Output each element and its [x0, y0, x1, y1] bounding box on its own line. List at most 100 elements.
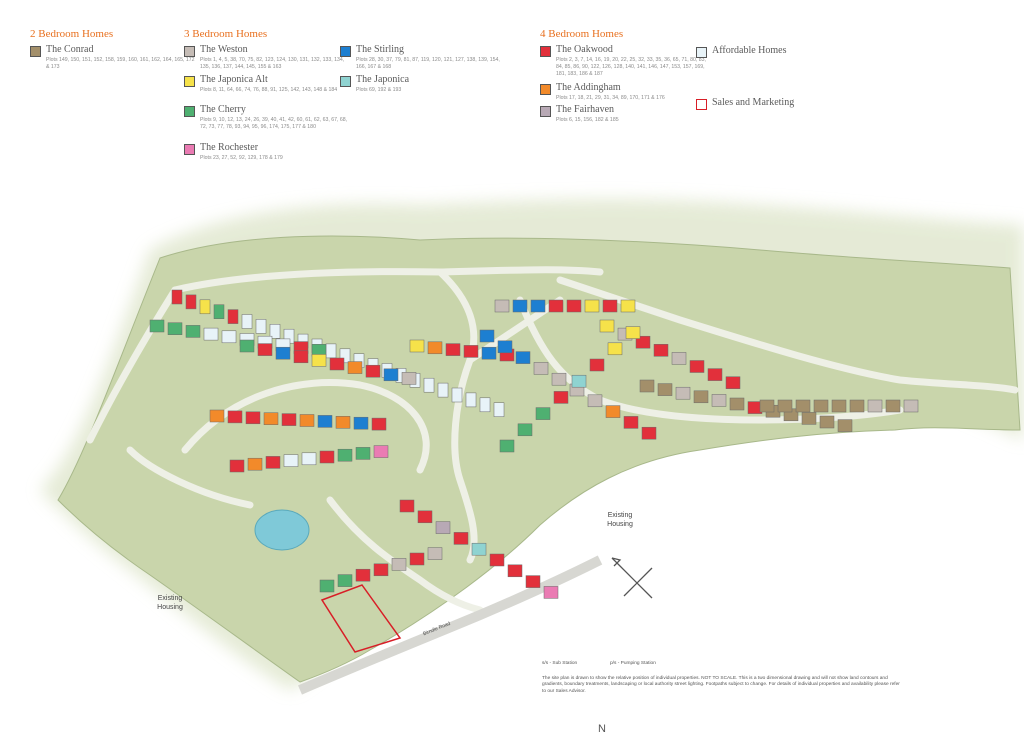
- north-arrow: [611, 557, 653, 599]
- house-plot: [337, 574, 353, 587]
- house-plot: [777, 399, 793, 413]
- house-plot: [301, 452, 317, 466]
- house-plot: [535, 407, 551, 420]
- sales-swatch: [696, 99, 707, 110]
- house-plot: [543, 586, 559, 599]
- disclaimer-text: The site plan is drawn to show the relat…: [542, 676, 900, 694]
- house-plot: [493, 402, 505, 417]
- house-plot: [641, 426, 657, 440]
- house-plot: [319, 579, 335, 593]
- house-plot: [347, 361, 363, 374]
- house-plot: [471, 542, 487, 556]
- house-plot: [607, 342, 623, 356]
- house-plot: [849, 399, 865, 413]
- site-map: Existing Housing Existing Housing Birndl…: [0, 180, 1024, 735]
- house-plot: [355, 568, 371, 582]
- house-plot: [689, 360, 705, 373]
- house-plot: [465, 392, 477, 408]
- house-plot: [903, 399, 919, 413]
- japonica-swatch: [340, 76, 351, 87]
- house-plot: [813, 399, 829, 413]
- house-plot: [199, 299, 211, 315]
- sales-name: Sales and Marketing: [712, 97, 795, 108]
- house-plot: [551, 372, 567, 386]
- house-plot: [353, 416, 369, 430]
- house-plot: [479, 329, 495, 343]
- existing-housing-west-label: Existing Housing: [157, 595, 183, 611]
- house-plot: [445, 343, 461, 356]
- birndle-road: [298, 555, 603, 695]
- house-plot: [639, 379, 655, 393]
- house-plot: [625, 326, 641, 339]
- house-plot: [437, 382, 449, 398]
- house-plot: [275, 346, 291, 360]
- house-plot: [867, 399, 883, 413]
- house-plot: [566, 299, 582, 313]
- house-plot: [525, 575, 541, 588]
- house-plot: [587, 394, 603, 408]
- house-plot: [167, 322, 183, 335]
- house-plot: [605, 405, 621, 418]
- house-plot: [227, 410, 243, 424]
- house-plot: [453, 532, 469, 545]
- house-plot: [227, 309, 239, 324]
- house-plot: [213, 304, 225, 319]
- house-plot: [653, 344, 669, 357]
- house-plot: [795, 399, 811, 413]
- weston-swatch: [184, 46, 195, 57]
- rochester-name: The Rochester: [200, 142, 259, 153]
- site-plan-svg: [40, 199, 1024, 695]
- addingham-plots: Plots 17, 18, 21, 29, 31, 34, 89, 170, 1…: [556, 95, 665, 101]
- house-plot: [423, 377, 435, 393]
- house-plot: [311, 354, 327, 367]
- house-plot: [499, 439, 515, 453]
- house-plot: [383, 368, 399, 382]
- legend: 2 Bedroom Homes 3 Bedroom Homes 4 Bedroo…: [0, 0, 1024, 180]
- rochester-plots: Plots 23, 27, 52, 92, 129, 178 & 179: [200, 155, 283, 161]
- cherry-plots: Plots 9, 10, 12, 13, 24, 26, 39, 40, 41,…: [200, 117, 348, 130]
- roads: [86, 266, 1019, 614]
- house-plot: [373, 563, 389, 577]
- house-plot: [729, 397, 745, 411]
- house-plot: [635, 335, 651, 349]
- house-plot: [599, 319, 615, 333]
- house-plot: [725, 376, 741, 389]
- house-plot: [602, 299, 618, 313]
- house-plot: [255, 319, 267, 334]
- house-plot: [548, 299, 564, 313]
- house-plot: [417, 510, 433, 524]
- house-plot: [497, 340, 513, 354]
- house-plot: [245, 411, 261, 425]
- legend-4-bedroom-title: 4 Bedroom Homes: [540, 28, 624, 40]
- house-plot: [263, 412, 279, 425]
- house-plot: [711, 394, 727, 407]
- house-plot: [819, 415, 835, 429]
- weston-plots: Plots 1, 4, 5, 38, 70, 75, 82, 123, 124,…: [200, 57, 345, 70]
- house-plot: [584, 299, 600, 313]
- house-plot: [530, 299, 546, 313]
- cherry-swatch: [184, 106, 195, 117]
- house-plot: [257, 343, 273, 356]
- houses-layer: [149, 289, 919, 599]
- affordable-swatch: [696, 47, 707, 58]
- house-plot: [335, 416, 351, 429]
- house-plot: [494, 299, 510, 313]
- house-plot: [239, 339, 255, 353]
- conrad-name: The Conrad: [46, 44, 94, 55]
- japonica-name: The Japonica: [356, 74, 410, 85]
- house-plot: [801, 412, 817, 425]
- house-plot: [371, 417, 387, 431]
- house-plot: [451, 387, 463, 403]
- house-plot: [221, 330, 237, 344]
- house-plot: [620, 299, 636, 313]
- house-plot: [247, 457, 263, 471]
- house-plot: [203, 327, 219, 341]
- house-plot: [427, 547, 443, 560]
- house-plot: [571, 374, 587, 388]
- sales-marketing-area: [320, 584, 402, 653]
- japonica-alt-name: The Japonica Alt: [200, 74, 268, 85]
- house-plot: [337, 448, 353, 462]
- fairhaven-plots: Plots 6, 15, 156, 182 & 185: [556, 117, 619, 123]
- conrad-swatch: [30, 46, 41, 57]
- oakwood-plots: Plots 2, 3, 7, 14, 16, 19, 20, 22, 25, 3…: [556, 57, 706, 77]
